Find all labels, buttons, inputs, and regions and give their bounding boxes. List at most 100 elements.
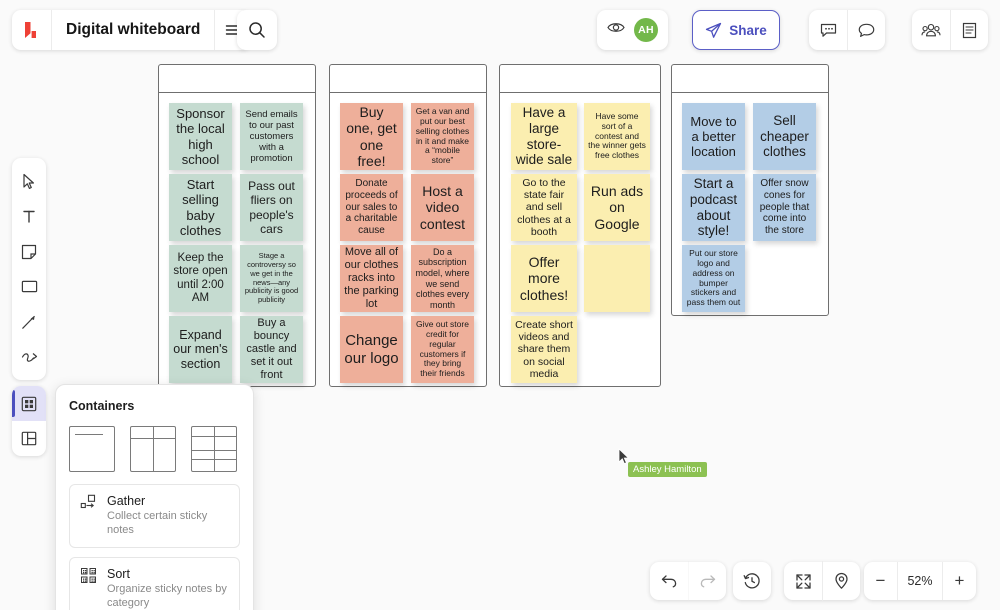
comment-button[interactable] [847, 10, 885, 50]
text-tool[interactable] [12, 199, 46, 234]
frame-yellow[interactable]: Have a large store-wide sale Have some s… [499, 64, 661, 387]
containers-tool[interactable] [12, 386, 46, 421]
sticky-note[interactable]: Move all of our clothes racks into the p… [340, 245, 403, 312]
sort-option[interactable]: Sort Organize sticky notes by category [69, 556, 240, 610]
sticky-note[interactable]: Keep the store open until 2:00 AM [169, 245, 232, 312]
sticky-note[interactable]: Get a van and put our best selling cloth… [411, 103, 474, 170]
frame-tool[interactable] [12, 421, 46, 456]
line-tool[interactable] [12, 304, 46, 339]
frame-header [330, 65, 486, 93]
sticky-note[interactable]: Give out store credit for regular custom… [411, 316, 474, 383]
sticky-note[interactable]: Create short videos and share them on so… [511, 316, 577, 383]
sticky-note[interactable]: Offer more clothes! [511, 245, 577, 312]
sticky-note[interactable]: Have some sort of a contest and the winn… [584, 103, 650, 170]
sticky-note[interactable]: Host a video contest [411, 174, 474, 241]
containers-panel: Containers [55, 384, 254, 610]
sticky-note[interactable]: Expand our men's section [169, 316, 232, 383]
sticky-note[interactable]: Stage a controversy so we get in the new… [240, 245, 303, 312]
sort-subtitle: Organize sticky notes by category [107, 582, 227, 609]
pen-tool[interactable] [12, 339, 46, 374]
containers-panel-title: Containers [69, 399, 135, 413]
container-template-two[interactable] [130, 426, 176, 472]
text-t-icon [23, 210, 35, 223]
search-button[interactable] [237, 10, 277, 50]
locate-button[interactable] [822, 561, 860, 601]
collaborators-button[interactable] [912, 10, 950, 50]
undo-button[interactable] [650, 561, 688, 601]
avatar[interactable]: AH [634, 18, 658, 42]
sticky-note[interactable]: Have a large store-wide sale [511, 103, 577, 170]
sticky-note[interactable]: Run ads on Google [584, 174, 650, 241]
rectangle-icon [21, 280, 37, 293]
lucid-logo-icon [25, 21, 36, 38]
comment-bar [809, 10, 885, 50]
page-title: Digital whiteboard [66, 21, 201, 38]
select-tool[interactable] [12, 164, 46, 199]
sticky-note[interactable]: Put our store logo and address on bumper… [682, 245, 745, 312]
tool-palette-secondary [12, 386, 46, 456]
redo-arrow-icon [700, 575, 716, 588]
arrow-line-icon [22, 315, 35, 329]
notes-panel-button[interactable] [950, 10, 988, 50]
comment-bubble-icon [858, 23, 875, 37]
sticky-note[interactable]: Sponsor the local high school [169, 103, 232, 170]
cursor-arrow-icon [23, 173, 34, 189]
map-pin-icon [835, 572, 848, 589]
sticky-note[interactable]: Go to the state fair and sell clothes at… [511, 174, 577, 241]
shape-tool[interactable] [12, 269, 46, 304]
paper-plane-icon [706, 22, 722, 38]
sticky-note[interactable]: Move to a better location [682, 103, 745, 170]
container-template-row [69, 426, 240, 472]
fit-to-screen-button[interactable] [784, 561, 822, 601]
frame-layout-icon [21, 431, 37, 446]
hamburger-menu-icon [226, 25, 240, 35]
share-button[interactable]: Share [692, 10, 780, 50]
eye-icon[interactable] [607, 21, 626, 39]
sticky-note[interactable]: Send emails to our past customers with a… [240, 103, 303, 170]
gather-title: Gather [107, 494, 146, 508]
fit-to-screen-icon [795, 573, 811, 589]
document-lines-icon [962, 22, 977, 38]
tool-palette [12, 158, 46, 380]
container-template-single[interactable] [69, 426, 115, 472]
history-button[interactable] [733, 562, 771, 600]
sticky-note[interactable]: Buy one, get one free! [340, 103, 403, 170]
sticky-note-tool[interactable] [12, 234, 46, 269]
frame-header [500, 65, 660, 93]
cursor-arrow-icon [618, 448, 630, 465]
zoom-out-button[interactable]: − [875, 571, 886, 590]
sticky-note[interactable]: Start selling baby clothes [169, 174, 232, 241]
app-logo[interactable] [12, 10, 52, 50]
chat-button[interactable] [809, 10, 847, 50]
frame-green[interactable]: Sponsor the local high school Send email… [158, 64, 316, 387]
zoom-level[interactable]: 52% [897, 562, 943, 600]
remote-cursor-label: Ashley Hamilton [628, 462, 707, 477]
clock-history-icon [743, 573, 760, 589]
sticky-note[interactable]: Sell cheaper clothes [753, 103, 816, 170]
sticky-note[interactable]: Do a subscription model, where we send c… [411, 245, 474, 312]
hamburger-menu-button[interactable] [214, 10, 250, 50]
sticky-note[interactable]: Donate proceeds of our sales to a charit… [340, 174, 403, 241]
container-template-quad[interactable] [191, 426, 237, 472]
sticky-note-icon [21, 244, 37, 259]
sticky-note[interactable]: Start a podcast about style! [682, 174, 745, 241]
frame-pink[interactable]: Buy one, get one free! Get a van and put… [329, 64, 487, 387]
frame-blue[interactable]: Move to a better location Sell cheaper c… [671, 64, 829, 316]
remote-cursor: Ashley Hamilton [618, 448, 707, 477]
sticky-note[interactable]: Change our logo [340, 316, 403, 383]
redo-button[interactable] [688, 561, 726, 601]
frame-header [672, 65, 828, 93]
chat-bubble-square-icon [820, 23, 836, 37]
zoom-bar: − 52% + [864, 562, 976, 600]
sticky-note[interactable]: Buy a bouncy castle and set it out front [240, 316, 303, 383]
sticky-note[interactable]: Offer snow cones for people that come in… [753, 174, 816, 241]
zoom-in-button[interactable]: + [954, 571, 965, 590]
viewers-bar: AH [597, 10, 668, 50]
sticky-note-empty[interactable] [584, 245, 650, 312]
gather-option[interactable]: Gather Collect certain sticky notes [69, 484, 240, 548]
sort-title: Sort [107, 566, 130, 581]
sticky-note[interactable]: Pass out fliers on people's cars [240, 174, 303, 241]
gather-subtitle: Collect certain sticky notes [107, 510, 208, 537]
